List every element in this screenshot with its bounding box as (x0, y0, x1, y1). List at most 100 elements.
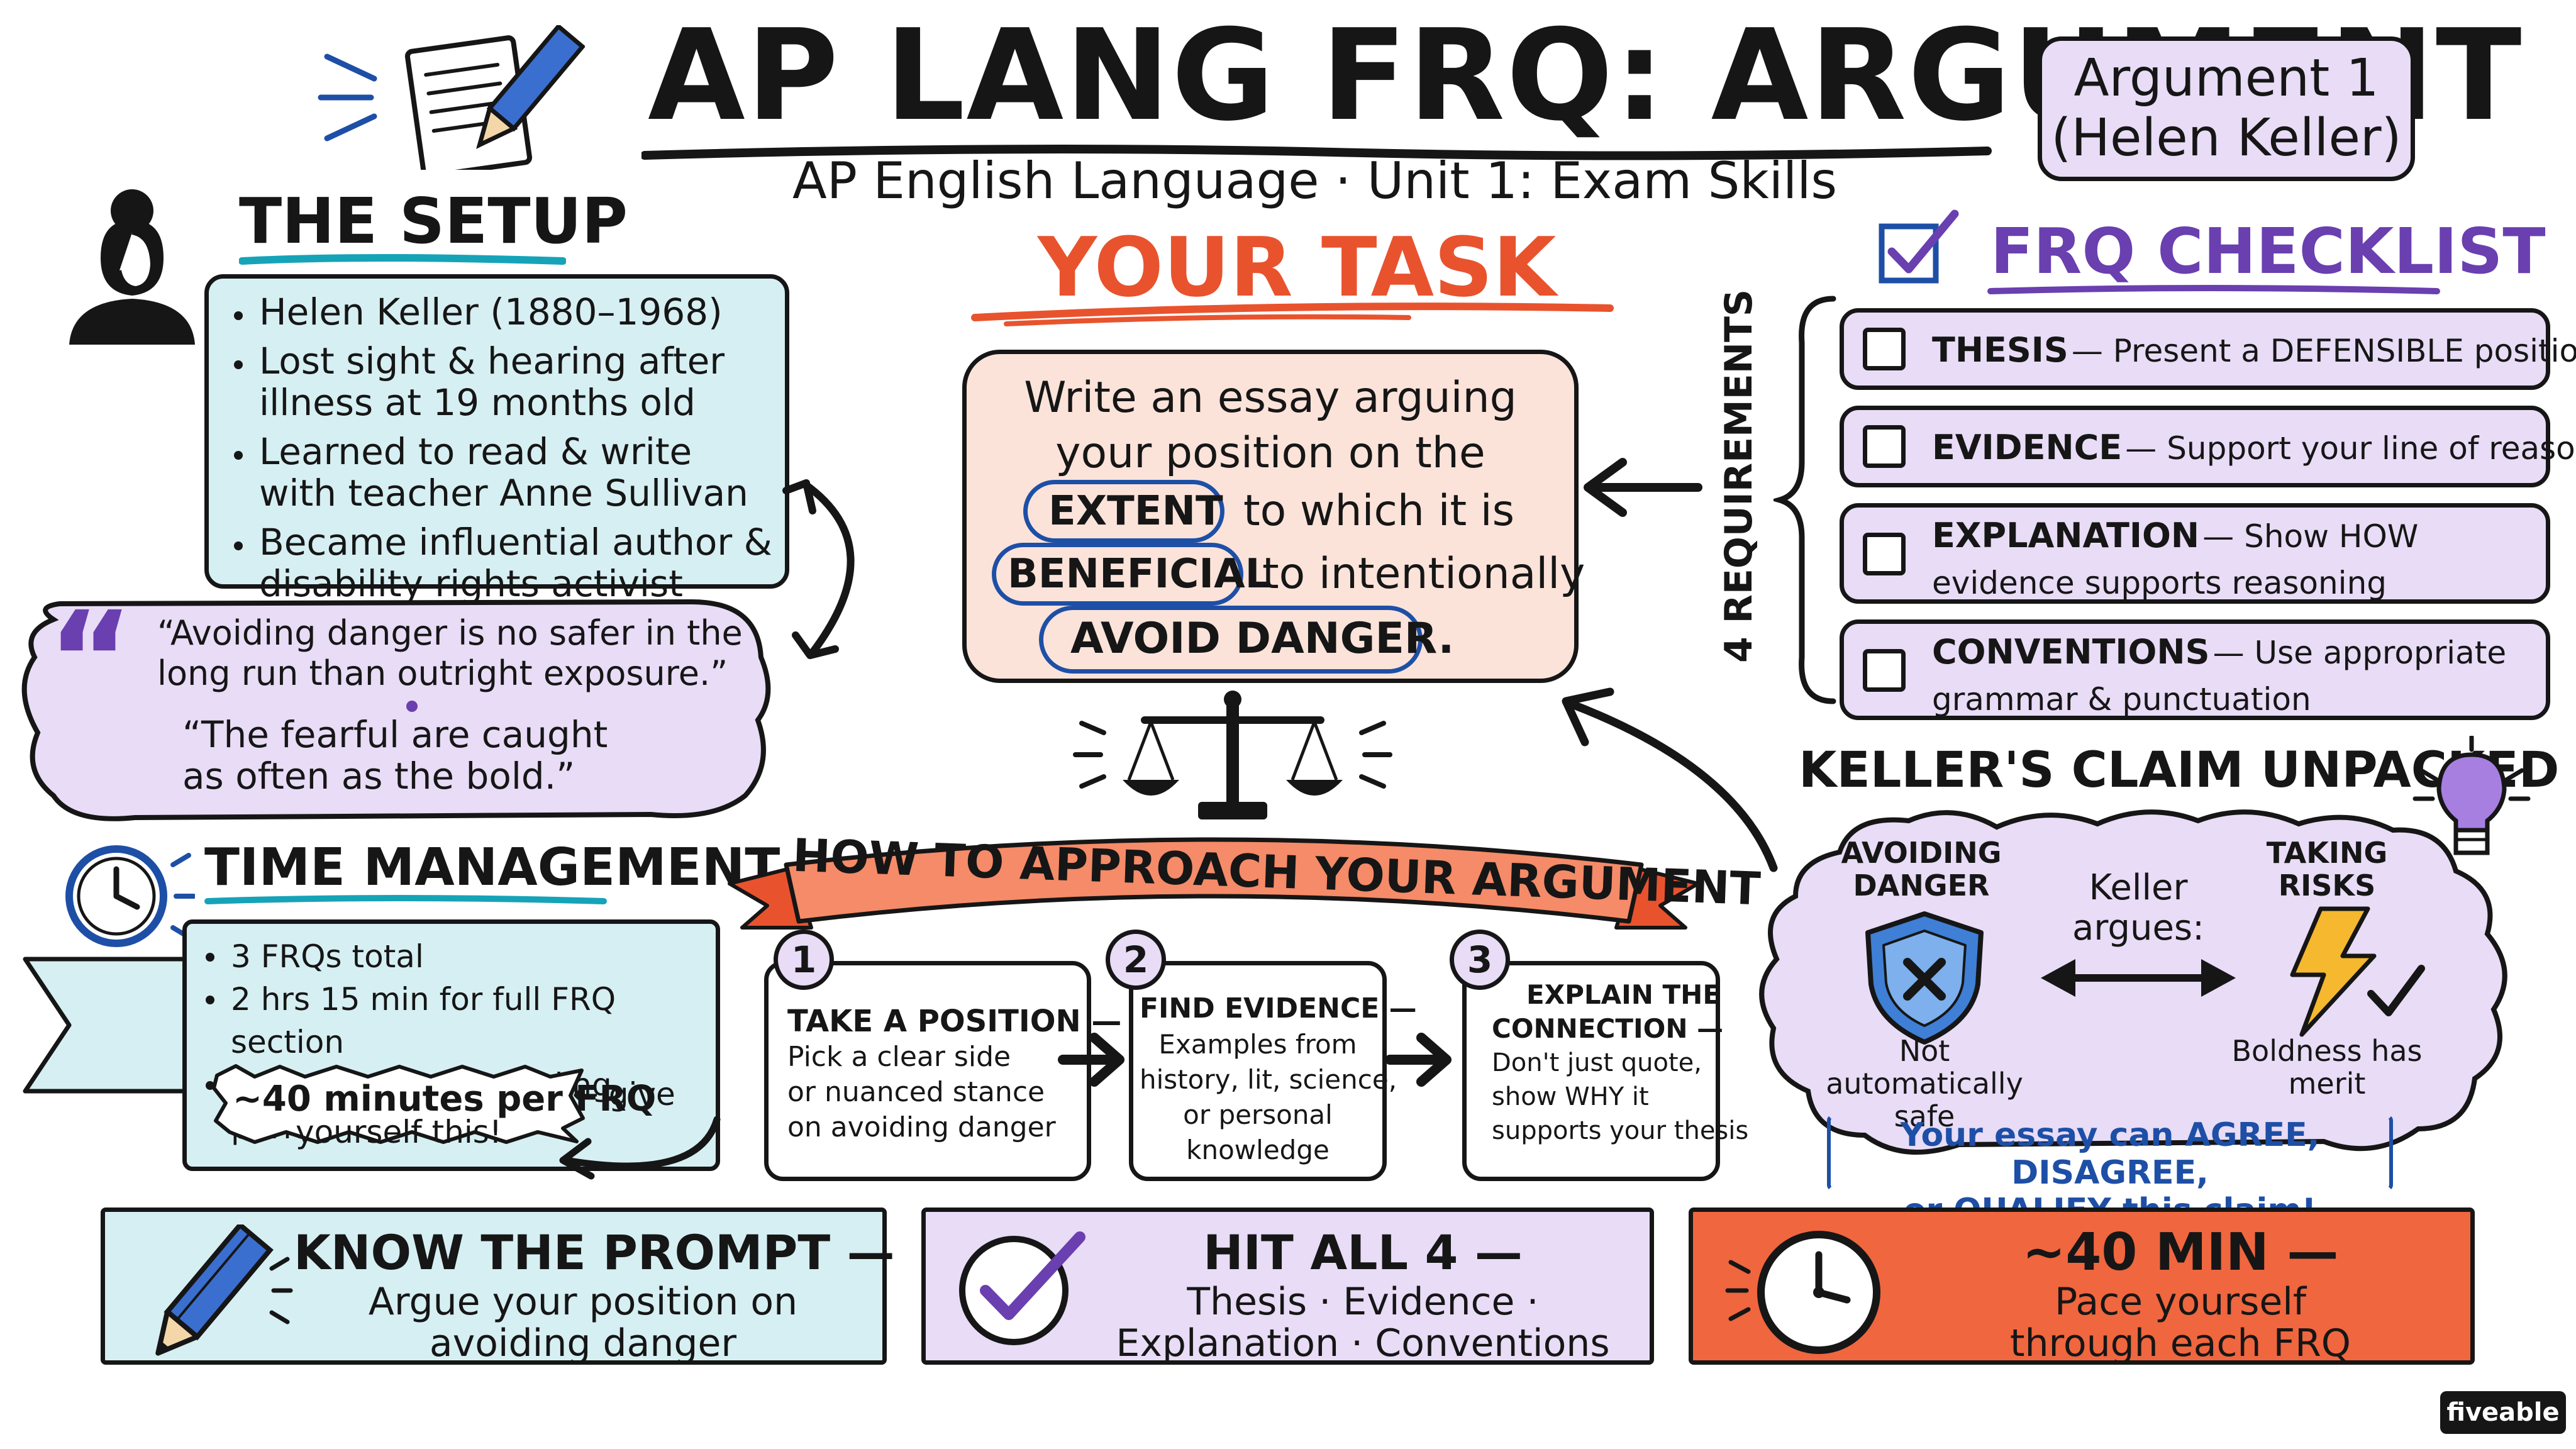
checklist-check-icon (1879, 209, 1959, 284)
bottom-title: ~40 MIN — (2022, 1223, 2339, 1282)
setup-heading-underline (239, 254, 566, 265)
beneficial-circle (992, 543, 1243, 606)
middle-text: Keller argues: (2072, 867, 2204, 948)
bottom-know-prompt: KNOW THE PROMPT — Argue your position on… (101, 1208, 895, 1365)
step-1-number: 1 (774, 930, 834, 990)
word-extent: EXTENT (1048, 488, 1223, 535)
stopwatch-icon (1725, 1231, 1880, 1354)
time-item: 3 FRQs total (206, 935, 709, 978)
checklist-item-conventions[interactable]: CONVENTIONS — Use appropriate grammar & … (1840, 619, 2550, 720)
checklist-label: EVIDENCE (1932, 428, 2123, 467)
step-title: CONNECTION — (1492, 1013, 1724, 1044)
word-avoid-danger: AVOID DANGER. (1070, 614, 1455, 663)
time-item: 2 hrs 15 min for full FRQ section (206, 978, 709, 1063)
bottom-title: HIT ALL 4 — (1203, 1224, 1523, 1280)
step-body-line: supports your thesis (1492, 1116, 1749, 1145)
badge-line-2: (Helen Keller) (2051, 108, 2402, 168)
checklist-item-explanation[interactable]: EXPLANATION — Show HOW evidence supports… (1840, 503, 2550, 604)
helen-keller-portrait-icon (69, 189, 195, 345)
task-heading: YOUR TASK (1038, 219, 1557, 315)
step-body-line: on avoiding danger (787, 1111, 1056, 1143)
checklist-desc-2: evidence supports reasoning (1932, 565, 2387, 601)
curved-arrow-to-note (559, 1116, 721, 1180)
checklist-item-evidence[interactable]: EVIDENCE — Support your line of reasonin… (1840, 406, 2576, 487)
checklist-item-thesis[interactable]: THESIS — Present a DEFENSIBLE position (1840, 308, 2576, 390)
step-2-card: FIND EVIDENCE — Examples from history, l… (1129, 961, 1417, 1181)
checklist-desc: — Present a DEFENSIBLE position (2071, 333, 2576, 369)
bottom-line: Pace yourself (2054, 1280, 2307, 1324)
brand-badge: fiveable (2440, 1391, 2566, 1434)
step-title: EXPLAIN THE (1526, 979, 1721, 1010)
conventions-checkbox[interactable] (1863, 649, 1906, 692)
setup-heading: THE SETUP (239, 184, 628, 258)
quote-cloud (21, 599, 771, 821)
time-note-2: yourself this! (296, 1114, 502, 1150)
ribbon-tail (23, 957, 210, 1094)
brand-label: fiveable (2446, 1398, 2560, 1427)
step-body-line: history, lit, science, (1140, 1064, 1397, 1095)
check-circle-icon (959, 1231, 1085, 1345)
step-1-card: TAKE A POSITION — Pick a clear side or n… (764, 961, 1122, 1181)
task-line-3: to which it is (1243, 486, 1515, 536)
arrow-checklist-to-task (1584, 458, 1702, 517)
page-subtitle: AP English Language · Unit 1: Exam Skill… (792, 152, 1838, 210)
step-body-line: or personal (1183, 1099, 1333, 1130)
checklist-desc: — Use appropriate (2212, 635, 2507, 671)
left-note: Not automatically safe (1826, 1034, 2023, 1133)
step-arrow-1 (1058, 1033, 1124, 1087)
step-body-line: show WHY it (1492, 1082, 1649, 1111)
explanation-checkbox[interactable] (1863, 533, 1906, 575)
argument-badge: Argument 1 (Helen Keller) (2038, 36, 2415, 181)
shield-x-icon (1865, 911, 1984, 1045)
claim-footer-bracket (1827, 1114, 2393, 1191)
bottom-line: avoiding danger (429, 1321, 737, 1365)
step-title: FIND EVIDENCE — (1140, 992, 1417, 1024)
left-head: AVOIDING DANGER (1841, 836, 2002, 902)
checklist-desc-2: grammar & punctuation (1932, 681, 2311, 718)
starburst-highlight (212, 1064, 585, 1144)
quote-mark-icon: “ (47, 583, 135, 737)
approach-banner (728, 837, 1700, 930)
paper-pencil-icon (318, 25, 585, 170)
double-arrow-icon (2041, 959, 2236, 997)
step-body-line: knowledge (1186, 1135, 1330, 1165)
quote-2: “The fearful are caught as often as the … (182, 713, 608, 797)
step-arrow-2 (1385, 1033, 1452, 1087)
time-heading: TIME MANAGEMENT (204, 838, 780, 897)
setup-item: Lost sight & hearing after illness at 19… (234, 340, 772, 423)
curved-double-arrow (782, 479, 855, 659)
setup-item: Helen Keller (1880–1968) (234, 291, 772, 333)
evidence-checkbox[interactable] (1863, 425, 1906, 468)
bottom-line: Thesis · Evidence · (1187, 1280, 1539, 1324)
checklist-heading: FRQ CHECKLIST (1990, 214, 2546, 288)
task-box: Write an essay arguing your position on … (962, 350, 1585, 683)
bottom-40-min: ~40 MIN — Pace yourself through each FRQ (1689, 1208, 2475, 1365)
pencil-icon (155, 1224, 293, 1356)
avoid-circle (1039, 606, 1423, 674)
step-body-line: Don't just quote, (1492, 1048, 1702, 1077)
clock-icon (65, 845, 195, 947)
step-title: TAKE A POSITION — (787, 1004, 1122, 1039)
bottom-title: KNOW THE PROMPT — (294, 1224, 895, 1280)
step-body-line: Examples from (1158, 1029, 1357, 1060)
task-line-4: to intentionally (1262, 549, 1585, 599)
bottom-line: Explanation · Conventions (1116, 1321, 1610, 1365)
task-heading-underline (971, 303, 1614, 326)
time-note-1: ← give (572, 1076, 675, 1113)
extent-circle (1023, 480, 1224, 543)
step-3-card: EXPLAIN THE CONNECTION — Don't just quot… (1462, 961, 1749, 1181)
bottom-line: Argue your position on (368, 1280, 798, 1324)
requirements-label: 4 REQUIREMENTS (1717, 289, 1761, 663)
scales-icon (1073, 691, 1392, 819)
step-body-line: or nuanced stance (787, 1076, 1045, 1108)
step-body-line: Pick a clear side (787, 1041, 1011, 1073)
setup-item: Learned to read & write with teacher Ann… (234, 431, 772, 514)
thesis-checkbox[interactable] (1863, 328, 1906, 370)
claim-heading: KELLER'S CLAIM UNPACKED (1799, 742, 2560, 799)
bottom-hit-all: HIT ALL 4 — Thesis · Evidence · Explanat… (921, 1208, 1654, 1365)
checklist-label: EXPLANATION (1932, 516, 2200, 555)
checklist-label: CONVENTIONS (1932, 632, 2210, 672)
word-beneficial: BENEFICIAL (1008, 551, 1271, 597)
checklist-desc: — Support your line of reasoning (2125, 430, 2576, 467)
bottom-line: through each FRQ (2009, 1321, 2351, 1365)
